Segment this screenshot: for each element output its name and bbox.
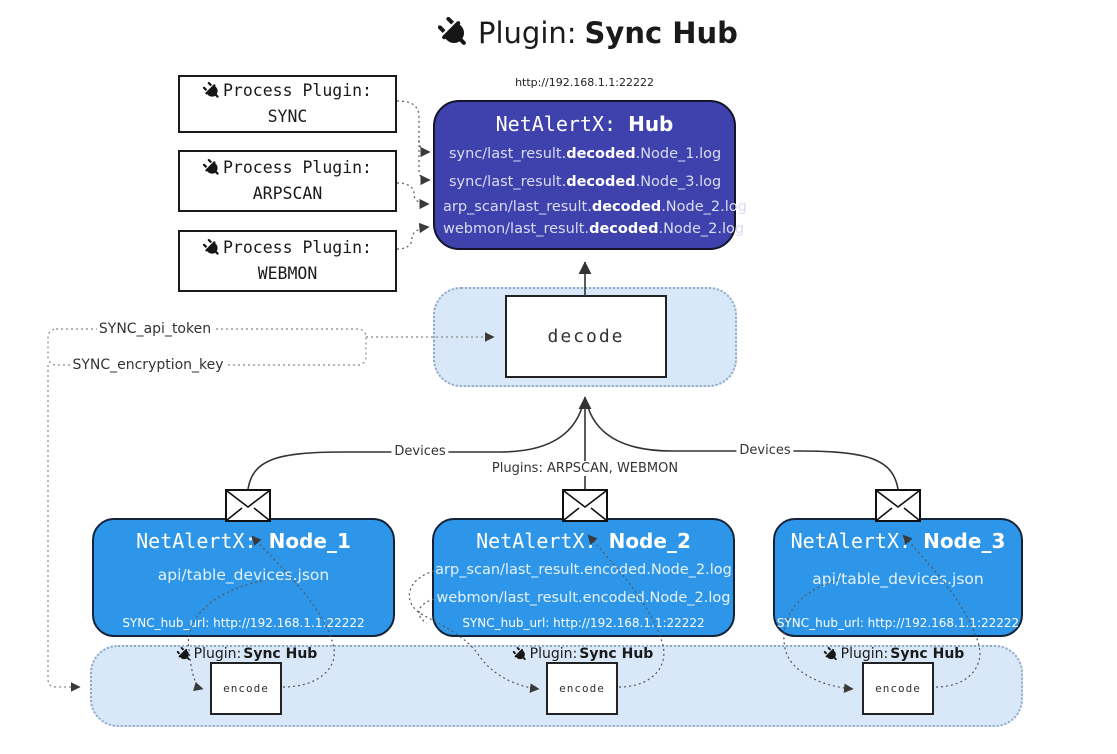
plug-icon bbox=[203, 159, 221, 177]
plug-icon bbox=[203, 82, 221, 100]
encode-label: encode bbox=[223, 682, 269, 695]
title-bold: Sync Hub bbox=[584, 16, 738, 50]
node-file: api/table_devices.json bbox=[157, 566, 330, 584]
plug-icon bbox=[203, 239, 221, 257]
hub-box: NetAlertX: Hub sync/last_result.decoded.… bbox=[433, 100, 747, 250]
hub-log-line: sync/last_result.decoded.Node_3.log bbox=[449, 174, 722, 190]
encoder-label-3: Plugin: Sync Hub bbox=[824, 646, 964, 662]
node-file: arp_scan/last_result.encoded.Node_2.log bbox=[435, 562, 732, 578]
decode-label: decode bbox=[547, 326, 625, 347]
decode-box: decode bbox=[505, 295, 667, 378]
encode-label: encode bbox=[875, 682, 921, 695]
edge-webmon-to-log4 bbox=[396, 222, 430, 250]
process-plugin-box-webmon: Process Plugin: WEBMON bbox=[178, 230, 397, 292]
envelope-icon bbox=[875, 489, 921, 522]
devices-label-right: Devices bbox=[736, 443, 794, 458]
edge-secrets-to-encoders bbox=[47, 365, 81, 692]
plugins-label: Plugins: ARPSCAN, WEBMON bbox=[488, 461, 682, 476]
envelope-icon bbox=[562, 489, 608, 522]
process-plugin-name: WEBMON bbox=[257, 264, 318, 283]
encode-box-2: encode bbox=[546, 662, 618, 715]
encoder-label-2: Plugin: Sync Hub bbox=[513, 646, 653, 662]
title-prefix: Plugin: bbox=[478, 16, 577, 50]
process-plugin-name: ARPSCAN bbox=[252, 184, 323, 203]
node-title: NetAlertX: Node_3 bbox=[790, 529, 1006, 553]
plug-icon bbox=[513, 647, 528, 662]
process-plugin-name: SYNC bbox=[267, 107, 308, 126]
devices-label-left: Devices bbox=[391, 444, 449, 459]
sync-encryption-key-label: SYNC_encryption_key bbox=[70, 357, 226, 373]
sync-api-token-label: SYNC_api_token bbox=[96, 321, 214, 337]
hub-log-line: arp_scan/last_result.decoded.Node_2.log bbox=[443, 199, 747, 215]
process-plugin-label: Process Plugin: bbox=[222, 238, 372, 258]
node-title: NetAlertX: Node_1 bbox=[136, 529, 351, 553]
process-plugin-box-arpscan: Process Plugin: ARPSCAN bbox=[178, 150, 397, 212]
encode-box-3: encode bbox=[862, 662, 934, 715]
node-title: NetAlertX: Node_2 bbox=[476, 529, 691, 553]
node-hub-url: SYNC_hub_url: http://192.168.1.1:22222 bbox=[776, 616, 1020, 630]
node-box-node-3: NetAlertX: Node_3 api/table_devices.json… bbox=[773, 518, 1023, 637]
hub-title: NetAlertX: Hub bbox=[495, 112, 674, 136]
plug-icon bbox=[177, 647, 192, 662]
plug-icon bbox=[438, 17, 470, 49]
edge-sync-to-log2 bbox=[418, 140, 431, 186]
encode-label: encode bbox=[559, 682, 605, 695]
node-file: webmon/last_result.encoded.Node_2.log bbox=[436, 590, 731, 606]
plug-icon bbox=[824, 647, 839, 662]
node-hub-url: SYNC_hub_url: http://192.168.1.1:22222 bbox=[462, 616, 705, 630]
encoder-label-1: Plugin: Sync Hub bbox=[177, 646, 317, 662]
hub-url-label: http://192.168.1.1:22222 bbox=[515, 76, 654, 89]
encode-box-1: encode bbox=[210, 662, 282, 715]
edge-sync-to-log1 bbox=[396, 100, 431, 158]
process-plugin-label: Process Plugin: bbox=[222, 158, 372, 178]
node-box-node-1: NetAlertX: Node_1 api/table_devices.json… bbox=[92, 518, 395, 637]
hub-log-line: sync/last_result.decoded.Node_1.log bbox=[449, 146, 722, 162]
edge-arpscan-to-log3 bbox=[396, 182, 430, 210]
process-plugin-label: Process Plugin: bbox=[222, 81, 372, 101]
node-box-node-2: NetAlertX: Node_2 arp_scan/last_result.e… bbox=[432, 518, 735, 637]
page-title: Plugin: Sync Hub bbox=[438, 16, 738, 50]
envelope-icon bbox=[225, 489, 271, 522]
process-plugin-box-sync: Process Plugin: SYNC bbox=[178, 75, 397, 133]
hub-log-line: webmon/last_result.decoded.Node_2.log bbox=[443, 221, 745, 237]
node-hub-url: SYNC_hub_url: http://192.168.1.1:22222 bbox=[122, 616, 365, 630]
node-file: api/table_devices.json bbox=[812, 570, 984, 588]
